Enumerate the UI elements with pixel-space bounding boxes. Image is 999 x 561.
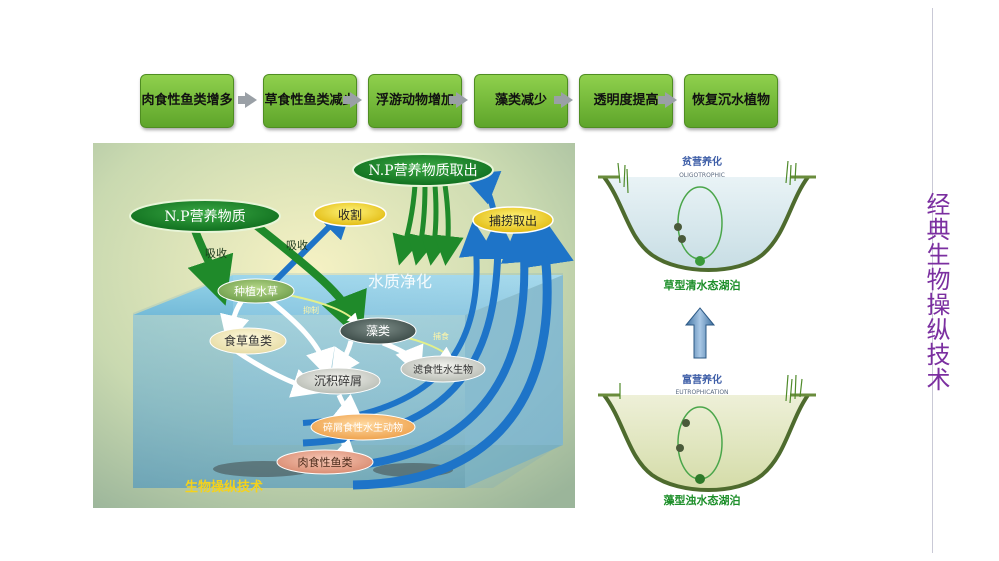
label-water-purification: 水质净化 xyxy=(368,272,432,291)
label-graze: 捕食 xyxy=(433,331,449,341)
oligotrophic-heading: 贫营养化 xyxy=(682,155,722,168)
label-detritus-feeder: 碎屑食性水生动物 xyxy=(323,421,403,434)
label-carnivore-fish: 肉食性鱼类 xyxy=(298,455,353,469)
flow-step-6: 恢复沉水植物 xyxy=(684,74,778,128)
diagram-caption: 生物操纵技术 xyxy=(185,479,263,495)
label-filter-feeder: 滤食性水生物 xyxy=(413,363,473,376)
improvement-arrow-icon xyxy=(684,307,716,359)
flow-arrow-icon xyxy=(449,92,468,108)
node-capture xyxy=(472,206,554,234)
node-harvest xyxy=(313,201,387,227)
eutrophic-subheading: EUTROPHICATION xyxy=(675,389,728,396)
node-filter-feeder xyxy=(400,355,486,383)
node-np-removal xyxy=(352,153,494,187)
label-absorb-1: 吸收 xyxy=(205,246,227,260)
node-plants xyxy=(217,278,295,304)
label-sediment: 沉积碎屑 xyxy=(314,373,362,388)
divider-line xyxy=(932,8,933,553)
flow-step-2: 草食性鱼类减少 xyxy=(263,74,357,128)
murky-lake-water xyxy=(604,395,808,490)
murky-lake-caption: 藻型浊水态湖泊 xyxy=(664,493,741,507)
flow-step-3: 浮游动物增加 xyxy=(368,74,462,128)
oligotrophic-subheading: OLIGOTROPHIC xyxy=(679,172,725,179)
slide-title: 经典生物操纵技术 xyxy=(922,192,950,392)
node-sediment xyxy=(295,367,381,395)
label-herbivore-fish: 食草鱼类 xyxy=(224,333,272,348)
lake-comparison-panel: 贫营养化 OLIGOTROPHIC 草型清水态湖泊 富营养化 EUTROPHIC… xyxy=(598,143,816,507)
node-herbivore-fish xyxy=(209,327,287,355)
flow-arrow-icon xyxy=(554,92,573,108)
label-absorb-2: 吸收 xyxy=(286,238,308,252)
node-np-nutrients xyxy=(129,199,281,233)
biomanipulation-diagram: N.P营养物质取出 N.P营养物质 收割 捕捞取出 吸收 吸收 水质净化 种植水… xyxy=(93,143,575,508)
node-detritus-feeder xyxy=(310,413,416,441)
flow-step-5: 透明度提高 xyxy=(579,74,673,128)
label-capture: 捕捞取出 xyxy=(489,213,537,228)
flow-arrow-icon xyxy=(238,92,257,108)
flow-step-4: 藻类减少 xyxy=(474,74,568,128)
clear-lake-water xyxy=(604,177,808,270)
node-algae xyxy=(339,317,417,345)
eutrophic-heading: 富营养化 xyxy=(682,373,722,386)
flow-arrow-icon xyxy=(343,92,362,108)
clear-lake-caption: 草型清水态湖泊 xyxy=(664,278,741,292)
label-np-nutrients: N.P营养物质 xyxy=(164,209,245,225)
node-carnivore-fish xyxy=(276,449,374,475)
flow-arrow-icon xyxy=(658,92,677,108)
label-plants: 种植水草 xyxy=(234,284,278,298)
flow-step-1: 肉食性鱼类增多 xyxy=(140,74,234,128)
label-inhibit: 抑制 xyxy=(303,305,319,315)
label-np-removal: N.P营养物质取出 xyxy=(368,163,477,179)
label-harvest: 收割 xyxy=(338,207,362,222)
label-algae: 藻类 xyxy=(366,324,390,338)
